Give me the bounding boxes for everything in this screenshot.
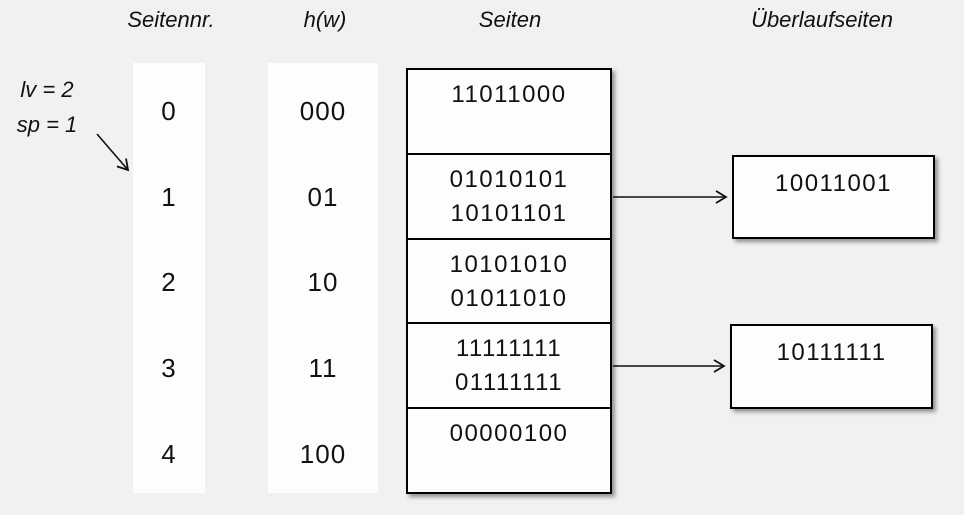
state-annotation: lv = 2 sp = 1 — [4, 72, 90, 142]
page-entry: 01011010 — [450, 284, 568, 312]
page-entry — [408, 112, 610, 146]
overflow-page-box-row1: 10011001 — [732, 155, 935, 239]
page-entry: 00000100 — [449, 420, 569, 448]
hash-value-2: 10 — [307, 267, 339, 297]
page-cell-2: 10101010 01011010 — [408, 237, 610, 323]
page-cell-1: 01010101 10101101 — [408, 152, 610, 238]
page-entry: 10101010 — [449, 250, 569, 278]
page-entry: 11011000 — [451, 81, 567, 108]
page-cell-0: 11011000 — [408, 70, 610, 153]
page-number-1: 1 — [161, 182, 177, 212]
split-pointer-arrow-icon — [96, 133, 130, 172]
overflow-page-box-row3: 10111111 — [730, 324, 933, 409]
hash-value-3: 11 — [308, 353, 338, 383]
column-header-hash-function: h(w) — [303, 7, 347, 32]
page-number-0: 0 — [161, 96, 177, 126]
page-number-column — [133, 63, 205, 493]
page-cell-4: 00000100 — [408, 407, 610, 492]
page-number-4: 4 — [161, 439, 177, 469]
hash-value-column — [268, 63, 378, 493]
page-entry: 01010101 — [449, 165, 569, 193]
page-entry: 01111111 — [454, 369, 564, 397]
hash-value-1: 01 — [307, 182, 339, 212]
column-header-page-number: Seitennr. — [127, 7, 215, 32]
overflow-entry: 10111111 — [776, 339, 887, 366]
page-cell-3: 11111111 01111111 — [408, 322, 610, 407]
page-entry — [408, 451, 610, 485]
level-value: lv = 2 — [20, 77, 74, 102]
column-header-overflow-pages: Überlaufseiten — [751, 7, 893, 32]
page-entry: 10101101 — [450, 199, 568, 227]
split-pointer-value: sp = 1 — [16, 112, 78, 137]
page-entry: 11111111 — [455, 335, 563, 363]
hash-value-4: 100 — [299, 439, 347, 469]
overflow-entry: 10011001 — [775, 170, 892, 197]
pages-box: 11011000 01010101 10101101 10101010 0101… — [406, 68, 612, 494]
page-number-2: 2 — [161, 267, 177, 297]
hash-value-0: 000 — [299, 96, 347, 126]
page-number-3: 3 — [161, 353, 177, 383]
column-header-pages: Seiten — [478, 7, 542, 32]
